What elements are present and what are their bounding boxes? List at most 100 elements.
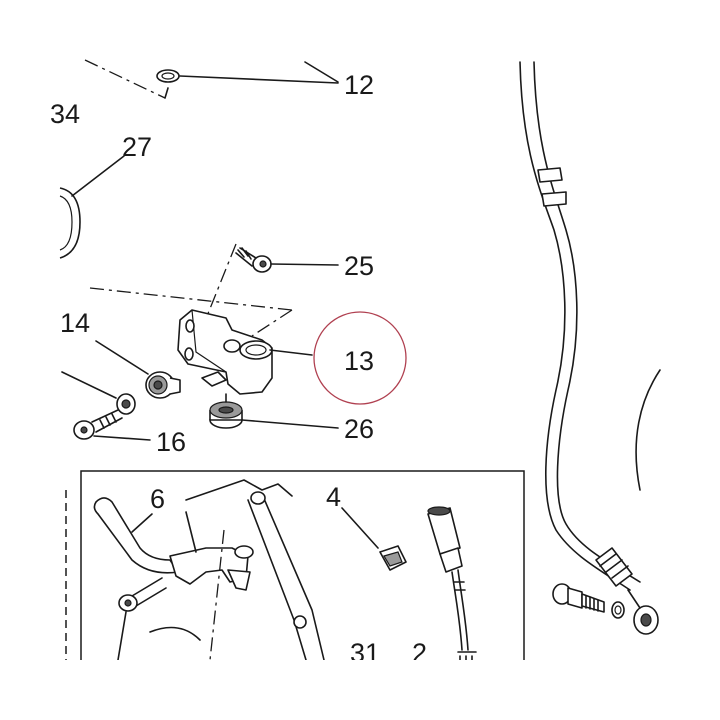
part-label-13: 13 (344, 346, 374, 376)
crop-mask-bottom (60, 660, 540, 720)
leader-4 (341, 507, 379, 549)
part-26-grommet (209, 393, 339, 429)
oring-12-shape (156, 69, 180, 83)
brake-hose (519, 61, 659, 635)
highlight-circle-13 (313, 311, 407, 405)
part-label-6: 6 (150, 484, 165, 514)
axis-line-main-b (251, 309, 293, 337)
bracket-13-hole-bot (184, 347, 194, 361)
axis-inset-vertical (209, 529, 225, 661)
banjo-bolt (552, 583, 625, 619)
bracket-13-body (177, 309, 273, 395)
frame-strut-right (247, 499, 307, 661)
axis-line-main (89, 287, 293, 311)
frame-strut-left (185, 511, 197, 553)
axis-tick-12 (164, 87, 169, 99)
sensor-2-wire-a (451, 571, 463, 651)
banjo-bolt-threads (585, 595, 599, 612)
part-2-sensor (427, 506, 477, 663)
screw-16-socket (80, 426, 88, 434)
part-27-rubber (59, 155, 125, 259)
part-label-16: 16 (156, 427, 186, 457)
hose-banjo-hole (640, 613, 652, 627)
spacer-hole (121, 399, 131, 409)
frame-top (185, 479, 293, 501)
banjo-washer-hole (614, 605, 622, 615)
leader-6 (131, 513, 153, 533)
frame-strut-right-b (261, 493, 325, 661)
leader-12 (179, 75, 339, 84)
bolt-25-socket (259, 260, 267, 268)
sensor-2-connector (457, 651, 477, 663)
sensor-2-wire-clips (453, 581, 466, 591)
part-14-grommet (95, 340, 181, 399)
leader-14 (95, 340, 149, 375)
inset-screw-shank (131, 577, 167, 607)
lever-6-pivot (234, 545, 254, 559)
frame-hole-bot (293, 615, 307, 629)
rubber-27-outer (59, 187, 81, 259)
leader-inset-screw (117, 611, 127, 661)
rubber-27-inner (59, 195, 73, 251)
leader-12b (304, 61, 339, 83)
part-label-27: 27 (122, 132, 152, 162)
part-label-4: 4 (326, 482, 341, 512)
sensor-2-base (439, 547, 463, 573)
axis-line-12 (84, 59, 166, 99)
sensor-2-wire-b (457, 569, 469, 651)
lever-6-tab (227, 569, 251, 591)
grommet-14-hole (153, 380, 163, 390)
disc-edge-curve (635, 369, 661, 491)
leader-spacer (61, 371, 117, 399)
bracket-13-tab (201, 371, 227, 387)
bracket-13-ring-inner (245, 344, 267, 356)
part-13-bracket (177, 309, 313, 395)
bracket-13-hole-top (185, 319, 195, 333)
lever-6-hub (169, 547, 249, 585)
bolt-25-thread-bot (235, 252, 253, 267)
bracket-13-ring (239, 340, 273, 360)
bolt-25-threads (237, 247, 252, 260)
part-label-12: 12 (344, 70, 374, 100)
sensor-2-cap (427, 506, 451, 516)
clip-4-face (383, 551, 403, 567)
axis-line-25 (202, 243, 237, 327)
hose-collar-1 (537, 167, 563, 183)
part-16-screw (73, 409, 151, 441)
banjo-washer (611, 601, 625, 619)
part-label-34: 34 (50, 99, 80, 129)
inset-frame (149, 479, 325, 661)
grommet-14-collar (169, 377, 181, 395)
grommet-26-hole (218, 406, 234, 414)
leader-13 (269, 349, 313, 356)
inset-screw-socket (124, 599, 132, 607)
screw-16-threads (99, 413, 117, 429)
oring-12-inner (161, 72, 175, 80)
hose-outer-left (519, 61, 631, 591)
part-label-26: 26 (344, 414, 374, 444)
screw-16-shank (91, 409, 123, 433)
part-25-bolt (202, 243, 339, 327)
banjo-bolt-body (567, 587, 583, 609)
leader-27 (71, 155, 125, 197)
bracket-13-hole-mid (223, 339, 241, 353)
leader-25 (270, 263, 339, 266)
hose-outer-right (533, 61, 641, 583)
part-12-oring (84, 59, 339, 99)
leader-16 (93, 435, 151, 441)
inset-box (80, 470, 525, 720)
leader-26 (241, 419, 339, 429)
part-label-14: 14 (60, 308, 90, 338)
lever-6-arm (93, 497, 179, 574)
part-4-clip (341, 507, 407, 571)
hose-collar-2 (541, 191, 567, 207)
frame-lower-curve (149, 626, 201, 641)
part-6-lever (93, 497, 254, 591)
hose-end-ridges (599, 553, 629, 579)
inset-screw (117, 577, 167, 661)
spacer-part (61, 371, 136, 415)
part-label-25: 25 (344, 251, 374, 281)
hose-neck (627, 589, 641, 609)
